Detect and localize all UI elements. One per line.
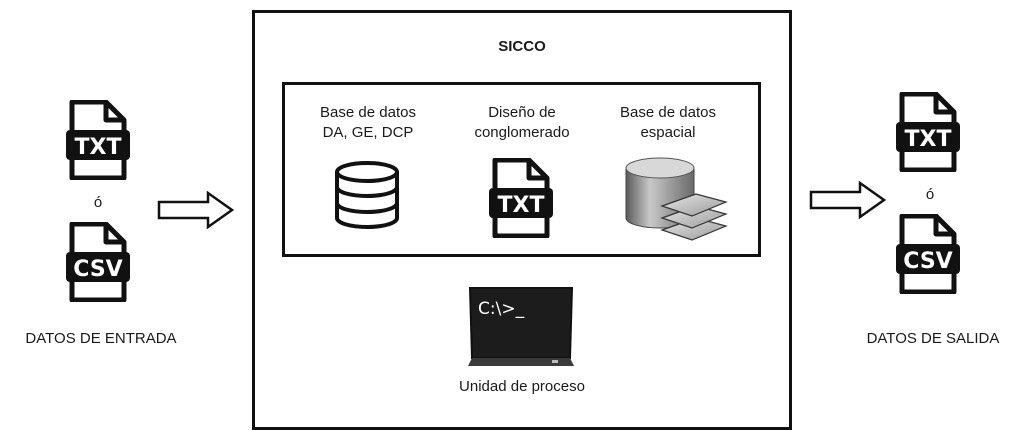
- input-label: DATOS DE ENTRADA: [25, 330, 177, 347]
- database-icon: [332, 160, 402, 230]
- input-txt-file-icon: TXT: [66, 99, 130, 181]
- db-label-line2: DA, GE, DCP: [322, 124, 414, 141]
- design-label-line1: Diseño de: [488, 104, 556, 121]
- output-txt-file-icon: TXT: [896, 91, 960, 173]
- svg-text:CSV: CSV: [903, 249, 952, 274]
- spatial-label-line2: espacial: [640, 124, 696, 141]
- db-label: Base de datos DA, GE, DCP: [298, 103, 438, 143]
- svg-text:TXT: TXT: [498, 193, 545, 218]
- output-csv-file-icon: CSV: [896, 213, 960, 295]
- svg-text:TXT: TXT: [905, 127, 952, 152]
- input-arrow-icon: [156, 190, 236, 230]
- terminal-icon: C:\>_: [466, 282, 576, 368]
- spatial-label-line1: Base de datos: [620, 104, 716, 121]
- design-label-line2: conglomerado: [474, 124, 570, 141]
- design-txt-file-icon: TXT: [489, 157, 553, 239]
- output-arrow-icon: [808, 180, 888, 220]
- data-sources-box: [282, 82, 761, 257]
- db-label-line1: Base de datos: [320, 104, 416, 121]
- spatial-label: Base de datos espacial: [598, 103, 738, 143]
- output-label: DATOS DE SALIDA: [866, 330, 1000, 347]
- svg-text:CSV: CSV: [73, 257, 122, 282]
- sicco-title: SICCO: [498, 38, 546, 55]
- output-or-connector: ó: [925, 186, 935, 203]
- design-label: Diseño de conglomerado: [452, 103, 592, 143]
- input-or-connector: ó: [93, 194, 103, 211]
- svg-text:C:\>_: C:\>_: [478, 299, 525, 319]
- svg-text:TXT: TXT: [75, 135, 122, 160]
- input-csv-file-icon: CSV: [66, 221, 130, 303]
- process-unit-label: Unidad de proceso: [459, 378, 585, 395]
- spatial-database-icon: [622, 150, 732, 250]
